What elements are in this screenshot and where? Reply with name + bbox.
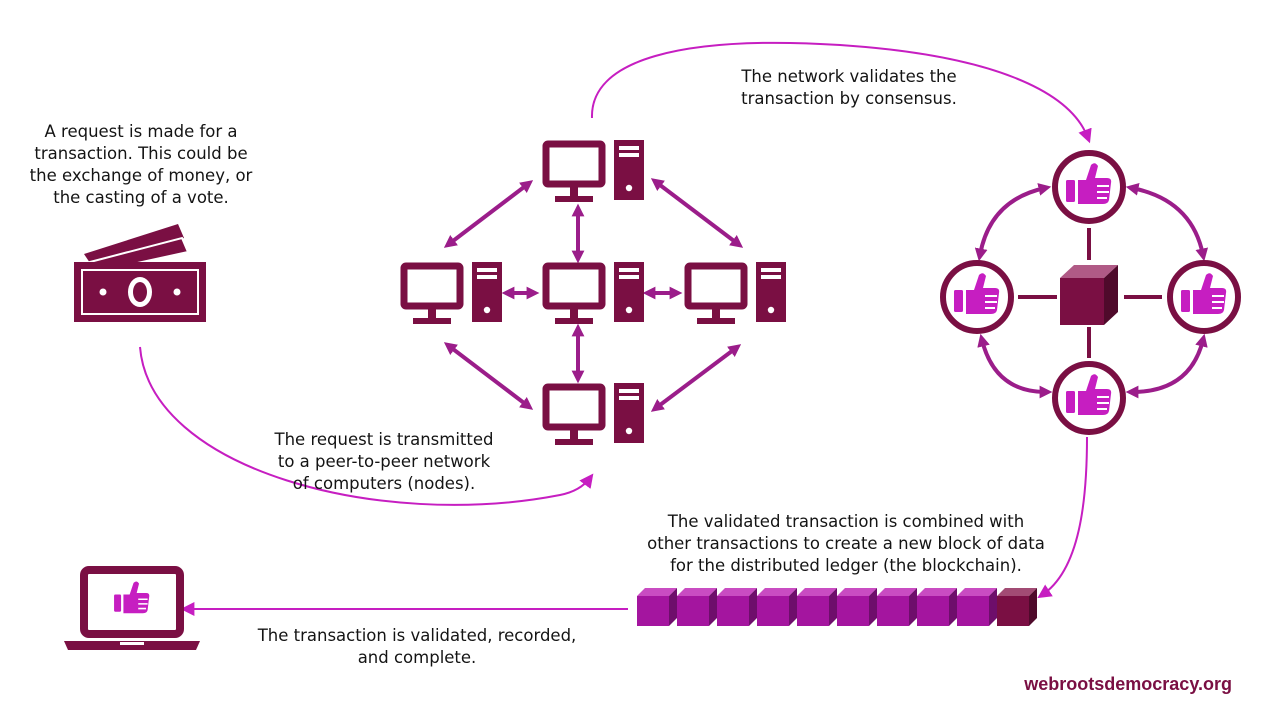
consensus-link [1125, 333, 1208, 399]
network-link [443, 180, 534, 248]
consensus-link [977, 333, 1053, 399]
network-link [650, 178, 744, 248]
block-icon [917, 588, 957, 626]
caption-validates: The network validates the transaction by… [741, 67, 957, 108]
desktop-computer-icon [546, 140, 644, 202]
consensus-links [974, 182, 1209, 399]
block-icon [757, 588, 797, 626]
flow-arrow-to-consensus [590, 41, 1092, 144]
thumbs-up-icon [940, 260, 1014, 334]
consensus-spokes [1018, 228, 1162, 358]
thumbs-up-icon [113, 580, 151, 615]
consensus-link [974, 183, 1052, 262]
network-link [650, 344, 742, 412]
caption-complete: The transaction is validated, recorded, … [257, 626, 577, 667]
caption-request: A request is made for a transaction. Thi… [29, 122, 253, 207]
desktop-computer-icon [546, 262, 644, 324]
network-links [443, 178, 744, 412]
laptop-icon [64, 566, 200, 650]
block-icon [797, 588, 837, 626]
caption-combined: The validated transaction is combined wi… [647, 512, 1045, 575]
thumbs-up-icon [1052, 150, 1126, 224]
new-block-icon [997, 588, 1037, 626]
consensus-link [1125, 182, 1209, 262]
thumbs-up-icon [1052, 361, 1126, 435]
block-icon [677, 588, 717, 626]
cube-icon [1060, 265, 1118, 325]
blockchain [637, 588, 1037, 626]
desktop-computer-icon [688, 262, 786, 324]
block-icon [877, 588, 917, 626]
desktop-computer-icon [546, 383, 644, 445]
caption-transmitted: The request is transmitted to a peer-to-… [274, 430, 494, 493]
brand-url: webrootsdemocracy.org [1024, 674, 1232, 694]
block-icon [957, 588, 997, 626]
flow-arrow-to-blockchain [1037, 436, 1088, 599]
block-icon [837, 588, 877, 626]
block-icon [637, 588, 677, 626]
network-link [443, 342, 534, 410]
banknote-icon [74, 224, 206, 322]
desktop-computer-icon [404, 262, 502, 324]
thumbs-up-icon [1167, 260, 1241, 334]
block-icon [717, 588, 757, 626]
flow-arrow-to-network [139, 346, 594, 506]
